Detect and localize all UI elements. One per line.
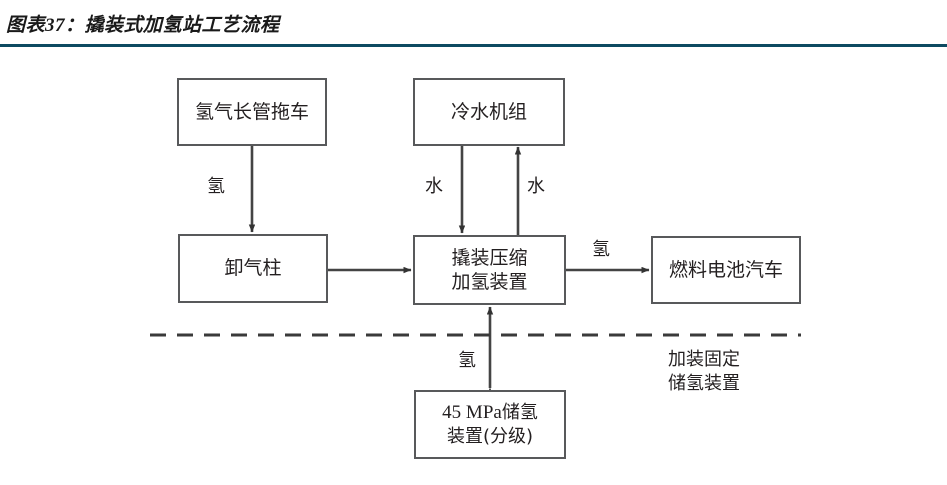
node-label-line1: 撬装压缩 xyxy=(451,246,528,269)
node-label: 冷水机组 xyxy=(450,100,527,123)
process-flow-diagram: 氢气长管拖车 冷水机组 卸气柱 撬装压缩 加氢装置 燃料电池汽车 45 MPa储… xyxy=(0,50,947,485)
diagram-connectors xyxy=(150,146,801,396)
header-divider-rule xyxy=(0,44,947,47)
node-hydrogen-tube-trailer[interactable]: 氢气长管拖车 xyxy=(177,78,327,146)
node-fuel-cell-vehicle[interactable]: 燃料电池汽车 xyxy=(651,236,801,304)
annotation-line1: 加装固定 xyxy=(668,349,740,370)
node-skid-compression-refueling-unit[interactable]: 撬装压缩 加氢装置 xyxy=(413,235,566,305)
node-chiller-unit[interactable]: 冷水机组 xyxy=(413,78,565,146)
page-title: 图表37：撬装式加氢站工艺流程 xyxy=(6,15,280,36)
edge-label-water-return: 水 xyxy=(527,176,545,197)
node-label: 燃料电池汽车 xyxy=(668,258,783,281)
chart-header: 图表37：撬装式加氢站工艺流程 xyxy=(0,0,947,50)
edge-label-hydrogen-trailer: 氢 xyxy=(207,176,225,197)
node-unloading-column[interactable]: 卸气柱 xyxy=(178,234,328,303)
node-label-line2: 装置(分级) xyxy=(446,426,534,448)
node-label-line1: 45 MPa储氢 xyxy=(442,401,538,425)
edge-label-hydrogen-storage: 氢 xyxy=(458,350,476,371)
node-45mpa-hydrogen-storage[interactable]: 45 MPa储氢 装置(分级) xyxy=(414,390,566,459)
edge-label-water-supply: 水 xyxy=(425,176,443,197)
annotation-line2: 储氢装置 xyxy=(668,373,740,395)
node-label: 氢气长管拖车 xyxy=(194,100,309,123)
node-label-line2: 加氢装置 xyxy=(451,271,528,293)
storage-pressure-value: 45 MPa xyxy=(442,401,502,423)
annotation-fixed-storage: 加装固定 储氢装置 xyxy=(668,348,740,397)
node-label: 卸气柱 xyxy=(224,257,282,280)
edge-label-hydrogen-vehicle: 氢 xyxy=(592,239,610,260)
storage-label-cn: 储氢 xyxy=(501,401,538,423)
